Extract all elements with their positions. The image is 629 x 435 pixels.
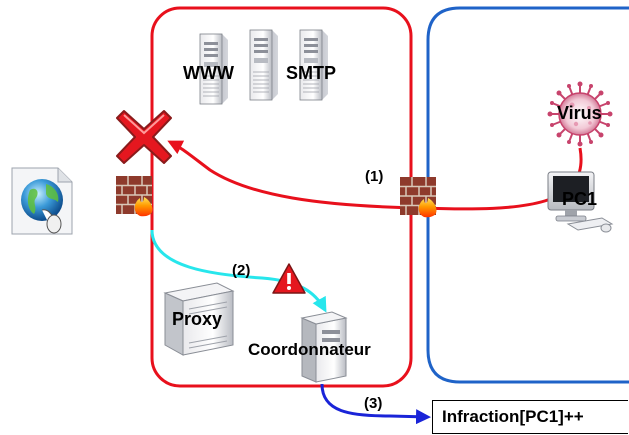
step-3-label: (3): [364, 395, 383, 412]
firewall-left-icon: [115, 175, 154, 218]
globe-document-icon: [11, 167, 73, 235]
coordonnateur-label: Coordonnateur: [248, 340, 371, 359]
www-label: WWW: [183, 63, 234, 83]
step-1-label: (1): [365, 168, 384, 185]
report-path-arrow: [320, 383, 431, 425]
lan-zone: [426, 6, 629, 384]
step-2-label: (2): [232, 262, 251, 279]
pc1-label: PC1: [562, 189, 598, 209]
warning-icon: [272, 263, 306, 294]
firewall-center-icon: [399, 176, 438, 219]
smtp-label: SMTP: [286, 63, 337, 83]
coordonnateur-server-icon: [300, 311, 348, 383]
proxy-server-icon: [163, 282, 235, 356]
blocked-x-icon: [116, 110, 172, 164]
pc1-computer-icon: [547, 171, 614, 233]
virus-icon: [547, 81, 613, 147]
proxy-label: Proxy: [172, 309, 223, 329]
infraction-counter-box: Infraction[PC1]++: [432, 400, 628, 434]
server-smtp-icon: [249, 29, 279, 101]
virus-label: Virus: [557, 103, 602, 123]
proxy-path-arrow: [150, 229, 327, 313]
